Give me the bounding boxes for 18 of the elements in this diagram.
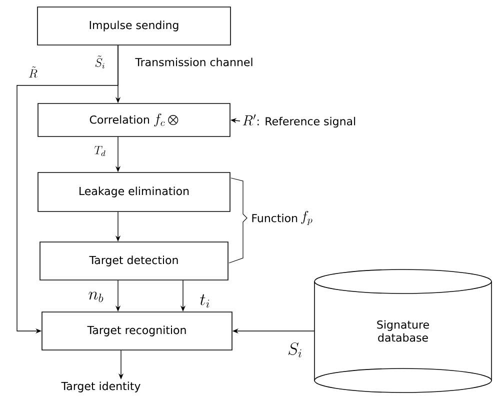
signal-label: $R'$ : Reference signal xyxy=(242,114,356,128)
process-box: Impulse sending xyxy=(37,6,231,46)
text-label: Target identity xyxy=(61,382,140,392)
process-box: Correlation $f_c \bigotimes$ xyxy=(38,103,230,137)
edge-label: $S_i$ xyxy=(288,342,302,358)
edge-label: $t_i$ xyxy=(200,294,210,308)
text-label: Function xyxy=(252,214,298,222)
edge-label: $n_b$ xyxy=(88,292,104,302)
node-label: Signature database xyxy=(377,320,429,342)
text-label: Transmission channel xyxy=(135,58,252,66)
edge-label: $\tilde{S}_i$ xyxy=(95,56,104,68)
process-box: Target recognition xyxy=(42,312,232,350)
edge-label: $\tilde{R}$ xyxy=(29,66,38,78)
process-box: Target detection xyxy=(40,242,228,280)
process-box: Leakage elimination xyxy=(38,172,230,212)
database-cylinder: Signature database xyxy=(314,269,492,393)
formula-label: $f_p$ xyxy=(301,210,312,226)
edge-label: $T_d$ xyxy=(94,146,106,156)
